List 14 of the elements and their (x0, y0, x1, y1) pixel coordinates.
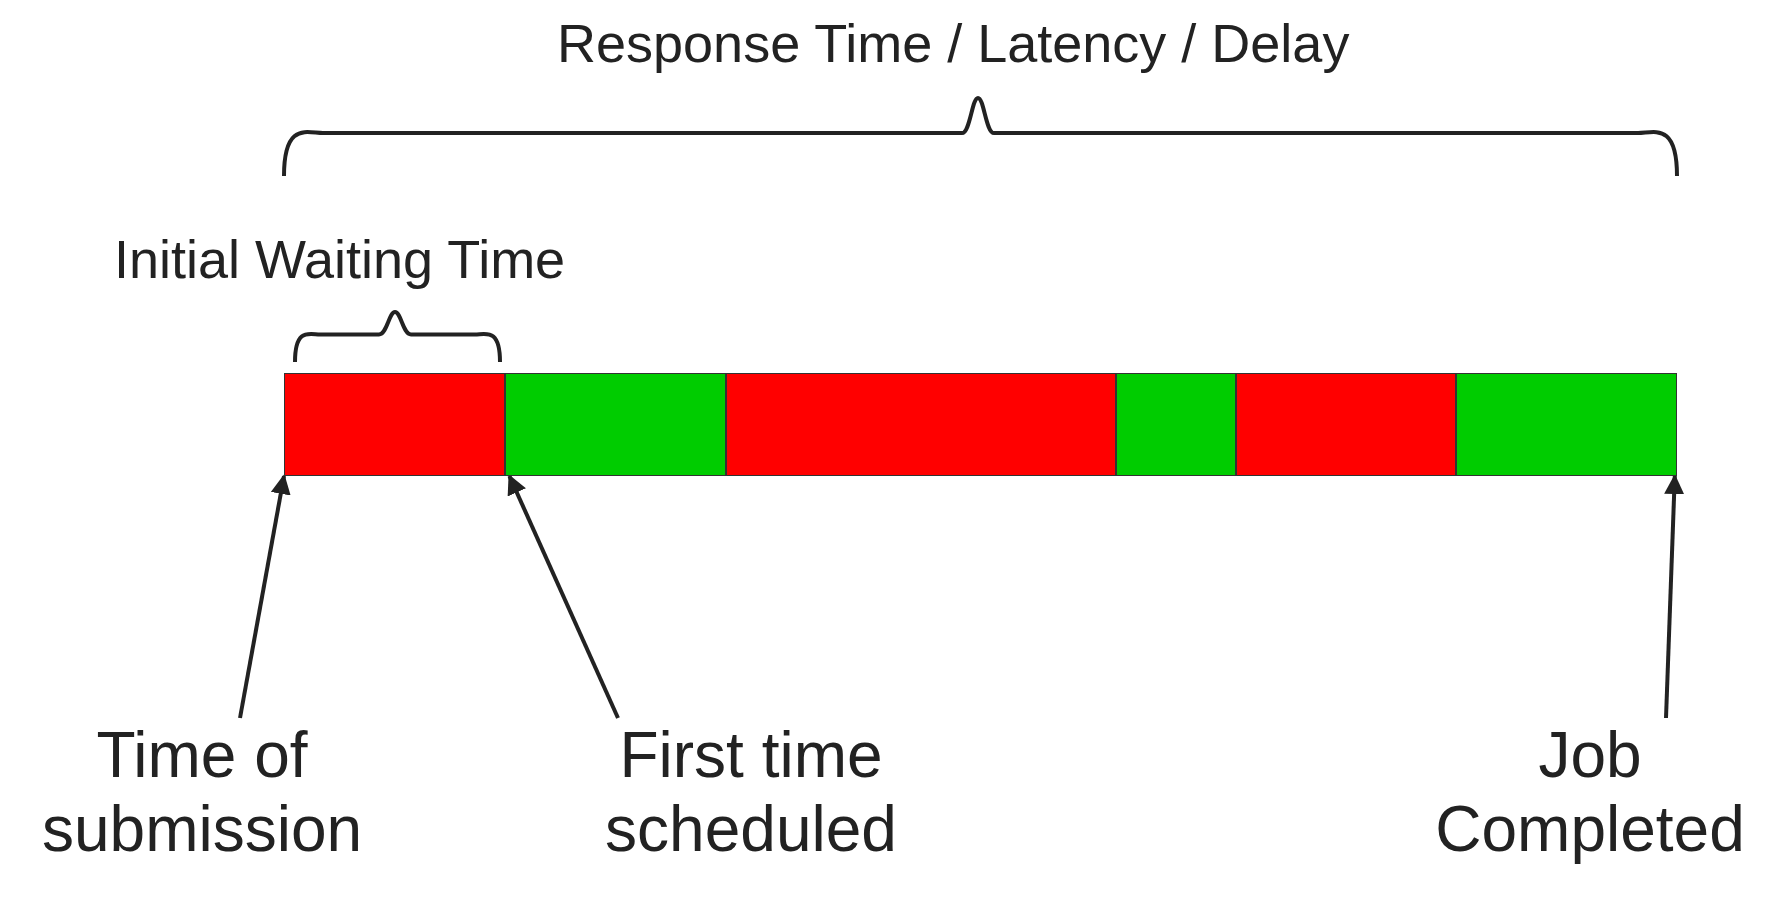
timeline-caption: First time scheduled (561, 718, 941, 866)
leader-arrow (1664, 474, 1685, 719)
leader-arrow (238, 474, 291, 719)
bracket-label: Response Time / Latency / Delay (557, 12, 1350, 74)
timeline-segment (1456, 373, 1677, 476)
timeline-caption: Time of submission (12, 718, 392, 866)
timeline-segment (726, 373, 1116, 476)
timeline-caption: Job Completed (1400, 718, 1780, 866)
leader-arrow (507, 474, 620, 719)
bracket-label: Initial Waiting Time (114, 228, 566, 290)
timeline-segment (1116, 373, 1236, 476)
timeline-segment (505, 373, 726, 476)
timeline-segment (284, 373, 505, 476)
timeline-segment (1236, 373, 1456, 476)
